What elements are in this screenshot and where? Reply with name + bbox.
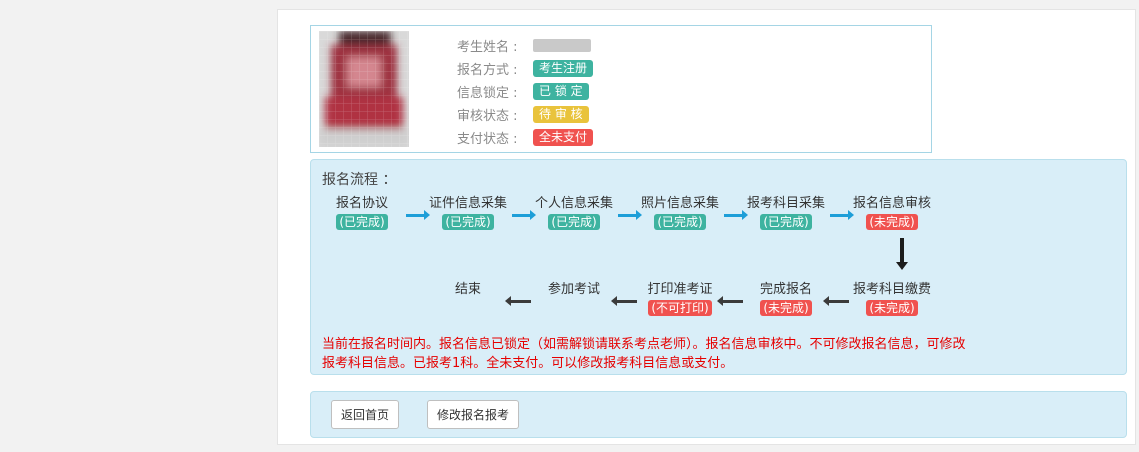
- flow-row-1: 报名协议 (已完成) 证件信息采集 (已完成) 个人信息采集 (已完成) 照片信…: [322, 195, 1114, 235]
- review-status-badge: 待 审 核: [533, 106, 589, 123]
- step-agreement: 报名协议 (已完成): [335, 196, 388, 230]
- status-badge: (未完成): [866, 214, 918, 230]
- flow-row-2: 结束 参加考试 打印准考证 (不可打印) 完成报名 (未完成) 报考科目缴费 (…: [428, 281, 1114, 321]
- arrow-right-icon: [724, 209, 748, 220]
- candidate-fields: 考生姓名 : 报名方式 : 考生注册 信息锁定 : 已 锁 定 审核状态 : 待…: [457, 34, 594, 149]
- arrow-right-icon: [406, 209, 430, 220]
- registration-method-label: 报名方式 :: [457, 63, 518, 78]
- arrow-left-icon: [717, 295, 743, 306]
- status-badge: (未完成): [866, 300, 918, 316]
- arrow-down-icon: [896, 238, 908, 270]
- status-badge: (已完成): [442, 214, 494, 230]
- step-id-info: 证件信息采集 (已完成): [428, 196, 507, 230]
- candidate-name-label: 考生姓名 :: [457, 40, 518, 55]
- candidate-name-row: 考生姓名 :: [457, 34, 593, 57]
- status-badge: (已完成): [760, 214, 812, 230]
- lock-status-badge: 已 锁 定: [533, 83, 589, 100]
- status-badge: (未完成): [760, 300, 812, 316]
- registration-method-badge: 考生注册: [533, 60, 594, 77]
- candidate-name-masked: [533, 39, 591, 52]
- candidate-photo: [319, 31, 409, 147]
- step-print-ticket: 打印准考证 (不可打印): [647, 282, 713, 316]
- step-info-review: 报名信息审核 (未完成): [852, 196, 931, 230]
- arrow-left-icon: [611, 295, 637, 306]
- arrow-right-icon: [830, 209, 854, 220]
- candidate-info-card: 考生姓名 : 报名方式 : 考生注册 信息锁定 : 已 锁 定 审核状态 : 待…: [310, 25, 932, 153]
- review-status-label: 审核状态 :: [457, 109, 518, 124]
- payment-status-label: 支付状态 :: [457, 132, 518, 147]
- lock-status-label: 信息锁定 :: [457, 86, 518, 101]
- step-take-exam: 参加考试: [547, 282, 600, 297]
- step-end: 结束: [454, 282, 481, 297]
- flow-title: 报名流程 ：: [322, 172, 397, 188]
- arrow-left-icon: [823, 295, 849, 306]
- main-content: 考生姓名 : 报名方式 : 考生注册 信息锁定 : 已 锁 定 审核状态 : 待…: [277, 9, 1136, 445]
- step-payment: 报考科目缴费 (未完成): [852, 282, 931, 316]
- status-badge: (已完成): [654, 214, 706, 230]
- registration-method-row: 报名方式 : 考生注册: [457, 57, 594, 80]
- status-badge: (已完成): [548, 214, 600, 230]
- payment-status-badge: 全未支付: [533, 129, 594, 146]
- arrow-right-icon: [512, 209, 536, 220]
- back-home-button[interactable]: 返回首页: [331, 400, 400, 429]
- modify-registration-button[interactable]: 修改报名报考: [427, 400, 520, 429]
- registration-flow-panel: 报名流程 ： 报名协议 (已完成) 证件信息采集 (已完成) 个人信息采集 (已…: [310, 159, 1127, 375]
- payment-status-row: 支付状态 : 全未支付: [457, 126, 594, 149]
- review-status-row: 审核状态 : 待 审 核: [457, 103, 593, 126]
- status-badge: (不可打印): [648, 300, 712, 316]
- step-complete-registration: 完成报名 (未完成): [759, 282, 812, 316]
- arrow-left-icon: [505, 295, 531, 306]
- flow-connector-row: [322, 235, 1114, 275]
- step-subject-selection: 报考科目采集 (已完成): [746, 196, 825, 230]
- notice-text: 当前在报名时间内。报名信息已锁定（如需解锁请联系考点老师）。报名信息审核中。不可…: [322, 337, 966, 371]
- status-badge: (已完成): [336, 214, 388, 230]
- step-photo-info: 照片信息采集 (已完成): [640, 196, 719, 230]
- arrow-right-icon: [618, 209, 642, 220]
- step-personal-info: 个人信息采集 (已完成): [534, 196, 613, 230]
- lock-status-row: 信息锁定 : 已 锁 定: [457, 80, 593, 103]
- action-panel: 返回首页 修改报名报考: [310, 391, 1127, 438]
